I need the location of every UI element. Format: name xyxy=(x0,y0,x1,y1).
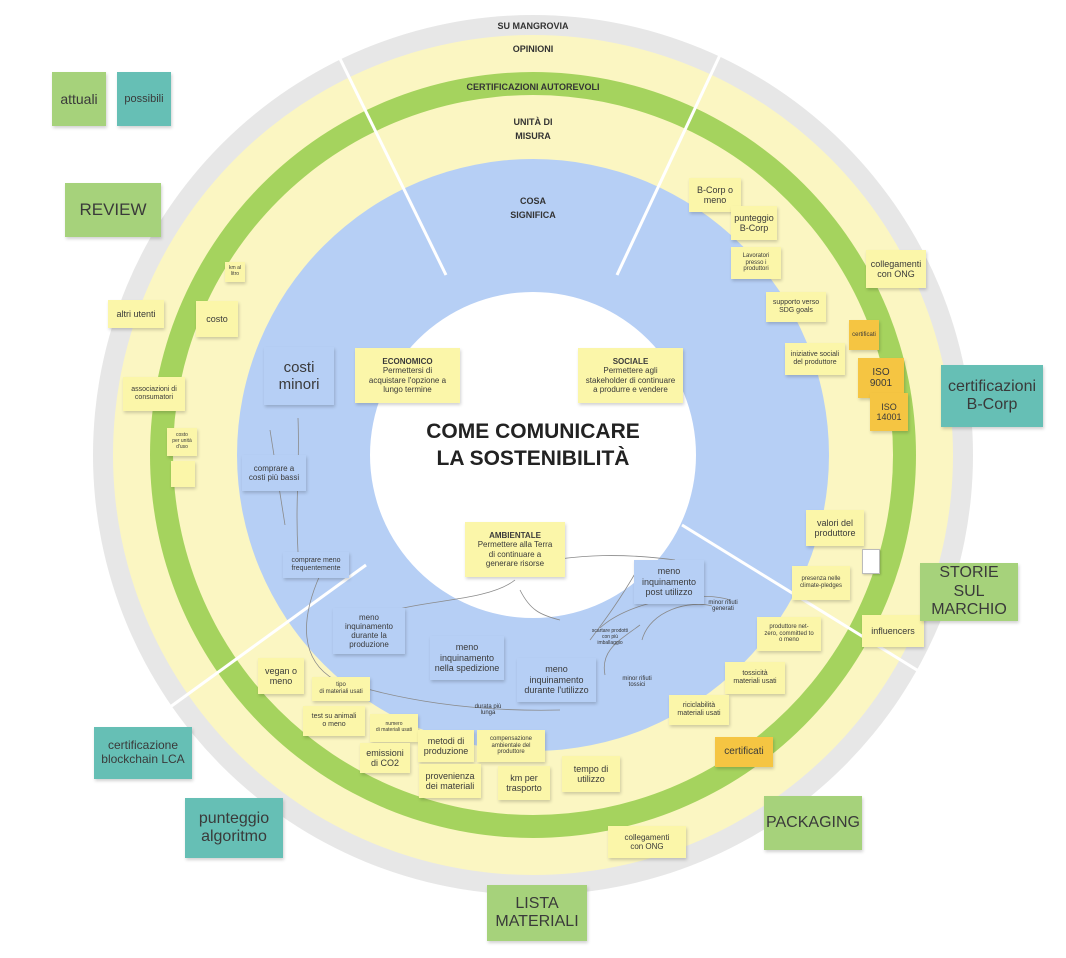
note-valori-produttore[interactable]: valori del produttore xyxy=(806,510,864,546)
pillar-economico-title: ECONOMICO xyxy=(382,357,433,367)
note-metodi-produzione[interactable]: metodi di produzione xyxy=(418,730,474,762)
note-certificati-bottom[interactable]: certificati xyxy=(715,737,773,767)
ring-label-opinioni: OPINIONI xyxy=(512,44,554,54)
category-storie-marchio[interactable]: STORIE SUL MARCHIO xyxy=(920,563,1018,621)
note-test-animali[interactable]: test su animali o meno xyxy=(303,706,365,736)
ring-label-certificazioni-autorevoli: CERTIFICAZIONI AUTOREVOLI xyxy=(466,82,600,92)
note-vegan[interactable]: vegan o meno xyxy=(258,658,304,694)
note-altri-utenti[interactable]: altri utenti xyxy=(108,300,164,328)
pillar-sociale[interactable]: SOCIALE Permettere agli stakeholder di c… xyxy=(578,348,683,403)
note-comprare-costi-bassi[interactable]: comprare a costi più bassi xyxy=(242,455,306,491)
note-collegamenti-ong-top[interactable]: collegamenti con ONG xyxy=(866,250,926,288)
category-certificazioni-bcorp[interactable]: certificazioni B-Corp xyxy=(941,365,1043,427)
note-iso-9001[interactable]: ISO 9001 xyxy=(858,358,904,398)
note-iso-14001[interactable]: ISO 14001 xyxy=(870,393,908,431)
ring-label-cosa-significa: COSA SIGNIFICA xyxy=(510,196,556,220)
sector-dividers xyxy=(165,23,926,712)
note-km-trasporto[interactable]: km per trasporto xyxy=(498,766,550,800)
label-scartare-prodotti: scartare prodotti con più imballaggio xyxy=(591,628,629,646)
legend-attuali[interactable]: attuali xyxy=(52,72,106,126)
note-costo-unita[interactable]: costo per unità d'uso xyxy=(167,428,197,456)
note-tipo-materiali[interactable]: tipo di materiali usati xyxy=(312,677,370,701)
note-produttore-net-zero[interactable]: produttore net- zero, committed to o men… xyxy=(757,617,821,651)
note-punteggio-bcorp[interactable]: punteggio B-Corp xyxy=(731,206,777,240)
pillar-sociale-text: Permettere agli stakeholder di continuar… xyxy=(585,366,676,394)
note-collegamenti-ong-bottom[interactable]: collegamenti con ONG xyxy=(608,826,686,858)
diagram-title: COME COMUNICARE LA SOSTENIBILITÀ xyxy=(426,420,640,471)
category-packaging[interactable]: PACKAGING xyxy=(764,796,862,850)
note-numero-materiali[interactable]: numero di materiali usati xyxy=(370,714,418,742)
note-meno-inq-post[interactable]: meno inquinamento post utilizzo xyxy=(634,560,704,604)
note-tossicita[interactable]: tossicità materiali usati xyxy=(725,662,785,694)
note-lavoratori[interactable]: Lavoratori presso i produttori xyxy=(731,247,781,279)
pillar-ambientale-text: Permettere alla Terra di continuare a ge… xyxy=(477,540,553,568)
note-meno-inq-produzione[interactable]: meno inquinamento durante la produzione xyxy=(333,608,405,654)
ring-label-unita-di-misura: UNITÀ DI MISURA xyxy=(513,117,553,141)
note-tempo-utilizzo[interactable]: tempo di utilizzo xyxy=(562,756,620,792)
category-certificazione-blockchain[interactable]: certificazione blockchain LCA xyxy=(94,727,192,779)
note-emissioni[interactable]: emissioni di CO2 xyxy=(360,743,410,773)
note-compensazione[interactable]: compensazione ambientale del produttore xyxy=(477,730,545,762)
note-small-illegible[interactable] xyxy=(171,461,195,487)
note-presenza-climate[interactable]: presenza nelle climate-pledges xyxy=(792,566,850,600)
pillar-sociale-title: SOCIALE xyxy=(612,357,649,367)
category-lista-materiali[interactable]: LISTA MATERIALI xyxy=(487,885,587,941)
note-influencers[interactable]: influencers xyxy=(862,615,924,647)
note-riciclabilita[interactable]: riciclabilità materiali usati xyxy=(669,695,729,725)
category-review[interactable]: REVIEW xyxy=(65,183,161,237)
note-meno-inq-spedizione[interactable]: meno inquinamento nella spedizione xyxy=(430,636,504,680)
note-associazioni[interactable]: associazioni di consumatori xyxy=(123,377,185,411)
note-comprare-meno[interactable]: comprare meno frequentemente xyxy=(283,552,349,578)
label-minor-rifiuti-tossici: minor rifiuti tossici xyxy=(622,676,652,688)
note-iniziative-sociali[interactable]: iniziative sociali del produttore xyxy=(785,343,845,375)
note-costo[interactable]: costo xyxy=(196,301,238,337)
pillar-economico[interactable]: ECONOMICO Permettersi di acquistare l'op… xyxy=(355,348,460,403)
pillar-ambientale-title: AMBIENTALE xyxy=(489,531,541,541)
note-supporto-sdg[interactable]: supporto verso SDG goals xyxy=(766,292,826,322)
pillar-economico-text: Permettersi di acquistare l'opzione a lu… xyxy=(368,366,447,394)
ring-label-su-mangrovia: SU MANGROVIA xyxy=(497,21,569,31)
note-meno-inq-utilizzo[interactable]: meno inquinamento durante l'utilizzo xyxy=(517,658,596,702)
label-minor-rifiuti-generati: minor rifiuti generati xyxy=(708,600,738,612)
note-provenienza[interactable]: provenienza dei materiali xyxy=(419,764,481,798)
document-thumbnail-icon[interactable] xyxy=(862,549,880,574)
note-certificati-small[interactable]: certificati xyxy=(849,320,879,350)
label-durata-piu-lunga: durata più lunga xyxy=(474,704,502,716)
category-punteggio-algoritmo[interactable]: punteggio algoritmo xyxy=(185,798,283,858)
pillar-ambientale[interactable]: AMBIENTALE Permettere alla Terra di cont… xyxy=(465,522,565,577)
note-costi-minori[interactable]: costi minori xyxy=(264,347,334,405)
legend-possibili[interactable]: possibili xyxy=(117,72,171,126)
note-km-al-litro[interactable]: km al litro xyxy=(225,262,245,282)
